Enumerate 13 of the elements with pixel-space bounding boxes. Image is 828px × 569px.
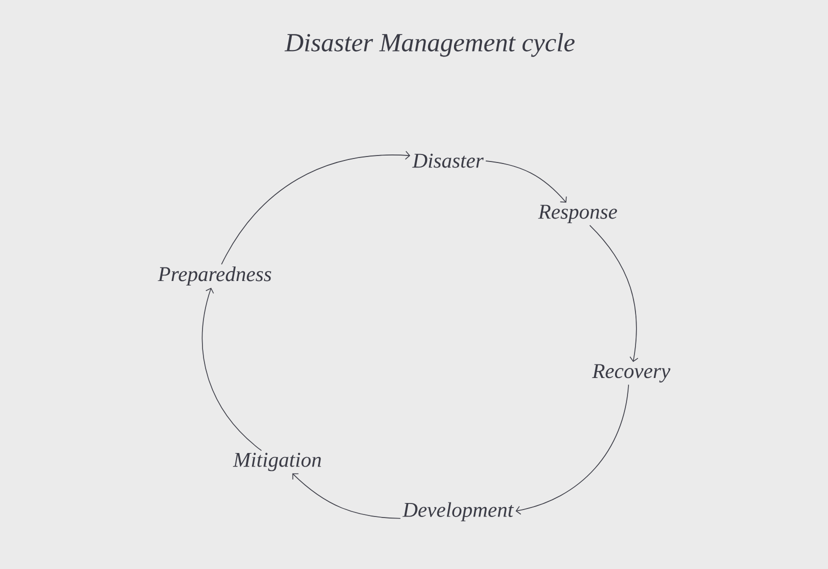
title: Disaster Management cycle	[284, 33, 575, 57]
arrow	[516, 384, 629, 515]
arrow	[589, 224, 638, 362]
stage-label: Disaster	[412, 154, 484, 168]
arrow	[292, 473, 401, 519]
stage-label: Mitigation	[232, 452, 321, 472]
arrow	[202, 288, 262, 451]
stage-label: Recovery	[592, 364, 670, 382]
stage-label: Response	[538, 204, 618, 224]
arrow	[221, 150, 410, 265]
arrow	[485, 160, 567, 203]
stage-label: Preparedness	[158, 266, 272, 286]
stage-label: Development	[402, 502, 514, 522]
